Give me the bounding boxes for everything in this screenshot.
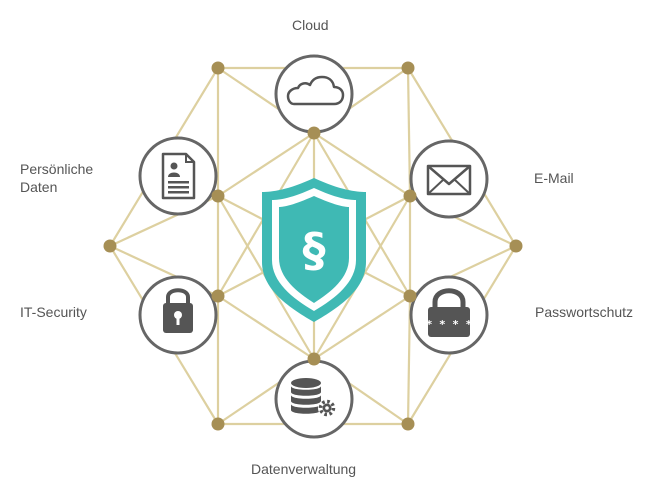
password-lock-icon: * * * * (426, 288, 472, 337)
label-it-security: IT-Security (20, 304, 87, 320)
paragraph-symbol: § (303, 223, 326, 277)
document-icon (161, 152, 196, 200)
it-security-node (138, 275, 218, 355)
password-node: * * * * (409, 275, 489, 355)
label-personal-data-line1: Persönliche (20, 161, 94, 177)
label-email: E-Mail (534, 170, 574, 186)
padlock-icon (163, 288, 193, 333)
label-personal-data-line2: Daten (20, 179, 58, 195)
label-personal-data: Persönliche Daten (20, 160, 93, 196)
email-node (409, 139, 489, 219)
shield-paragraph-icon: § (262, 178, 366, 322)
label-data-management: Datenverwaltung (251, 461, 357, 477)
envelope-icon (426, 164, 472, 196)
personal-data-node (138, 136, 218, 216)
label-cloud: Cloud (292, 17, 329, 33)
data-management-node (274, 359, 354, 439)
label-password-protection: Passwortschutz (535, 304, 634, 320)
password-mask: * * * * (426, 318, 472, 331)
network-nodes (103, 61, 523, 431)
database-gear-icon (291, 378, 336, 417)
cloud-icon (286, 75, 345, 106)
cloud-node (274, 54, 354, 134)
